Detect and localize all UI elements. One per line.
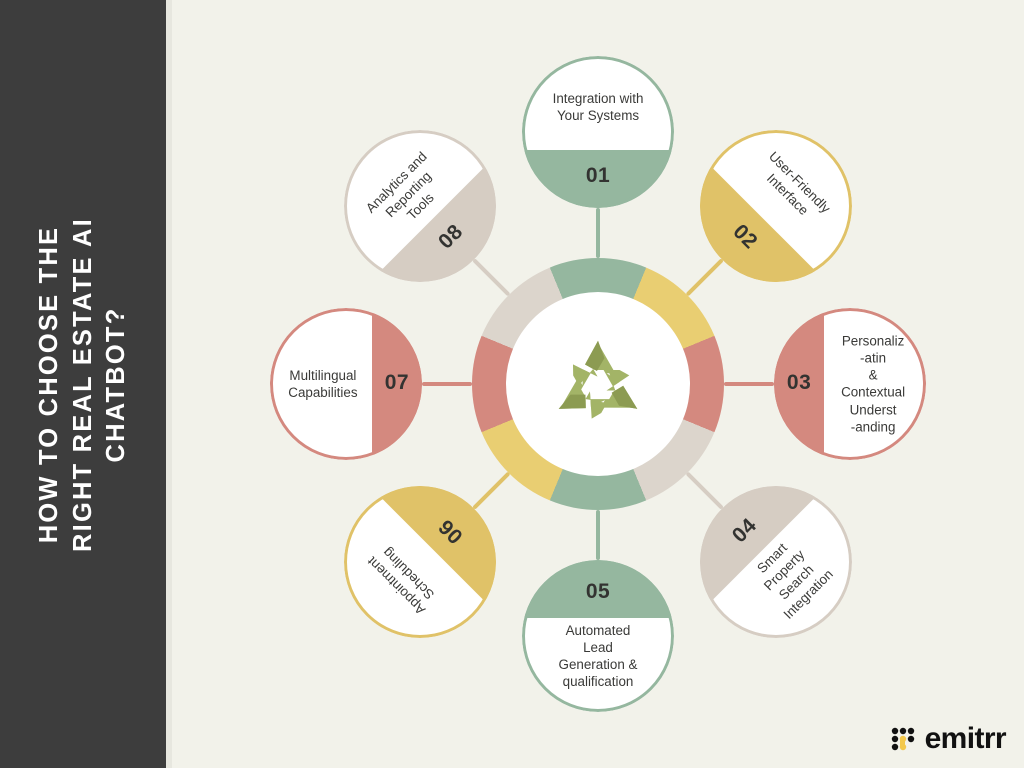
brand-logo-text: emitrr: [924, 722, 1007, 755]
node-circle-03[interactable]: 03 Personaliz -atin & Contextual Underst …: [774, 308, 926, 460]
node-label-07: Multilingual Capabilities: [288, 367, 358, 400]
node-number-03: 03: [786, 371, 812, 394]
center-hub: [506, 292, 690, 476]
connector-line-01: [596, 208, 600, 258]
connector-line-04: [685, 471, 724, 510]
recycle-icon: [558, 340, 638, 419]
node-label-03: Personaliz -atin & Contextual Underst -a…: [841, 333, 906, 435]
connector-line-08: [472, 258, 511, 297]
connector-line-07: [422, 382, 472, 386]
node-body-07: 07 Multilingual Capabilities: [270, 308, 422, 460]
sidebar-panel: [0, 0, 166, 768]
page-title: HOW TO CHOOSE THE RIGHT REAL ESTATE AI C…: [33, 217, 134, 552]
page-title-line-3: CHATBOT?: [101, 306, 130, 462]
connector-line-03: [724, 382, 774, 386]
connector-line-05: [596, 510, 600, 560]
brand-logo: emitrr: [890, 722, 1007, 755]
page-title-wrapper: HOW TO CHOOSE THE RIGHT REAL ESTATE AI C…: [0, 0, 166, 768]
node-accent-03: [774, 308, 825, 460]
node-accent-07: [371, 308, 422, 460]
node-accent-05: [522, 560, 674, 618]
node-number-01: 01: [585, 164, 611, 187]
node-circle-07[interactable]: 07 Multilingual Capabilities: [270, 308, 422, 460]
node-accent-01: [522, 150, 674, 208]
node-label-01: Integration with Your Systems: [552, 91, 644, 124]
node-body-01: 01 Integration with Your Systems: [522, 56, 674, 208]
page-title-line-2: RIGHT REAL ESTATE AI: [68, 216, 97, 552]
node-number-05: 05: [585, 580, 611, 603]
sidebar-divider: [166, 0, 172, 768]
connector-line-02: [685, 258, 724, 297]
node-label-05: Automated Lead Generation & qualificatio…: [558, 623, 638, 690]
page-title-line-1: HOW TO CHOOSE THE: [34, 225, 63, 543]
emitrr-dot-grid-logo: [891, 727, 914, 751]
node-number-07: 07: [384, 371, 410, 394]
node-circle-01[interactable]: 01 Integration with Your Systems: [522, 56, 674, 208]
node-body-03: 03 Personaliz -atin & Contextual Underst …: [774, 308, 926, 460]
connector-line-06: [472, 471, 511, 510]
